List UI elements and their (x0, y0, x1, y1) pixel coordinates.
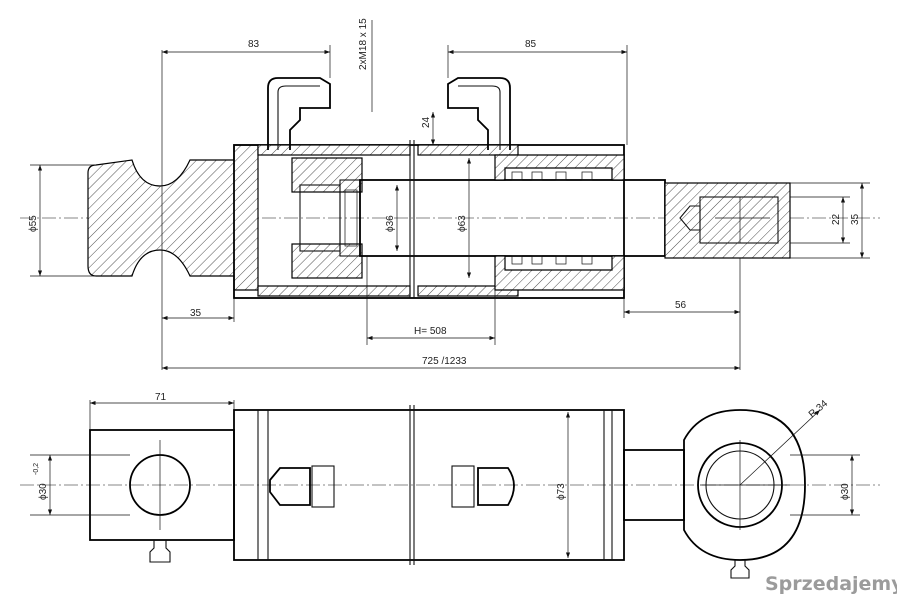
dim-port-thread: 2xM18 x 15 (358, 18, 369, 70)
dim-83: 83 (248, 39, 260, 50)
dim-22: 22 (831, 213, 842, 225)
rod-eye-outside (683, 409, 806, 561)
section-view (20, 20, 880, 371)
port-left-outside (269, 467, 311, 506)
dim-tolerance: -0,2 (33, 463, 40, 475)
dim-35-clevis: 35 (190, 308, 202, 319)
dim-phi36: ϕ36 (385, 215, 396, 232)
dim-phi55: ϕ55 (28, 215, 39, 232)
dim-r34: R 34 (807, 398, 831, 420)
outside-view (20, 400, 880, 579)
dim-phi73: ϕ73 (556, 483, 567, 500)
dim-85: 85 (525, 39, 537, 50)
clevis-body (87, 144, 259, 291)
rod-eye (664, 182, 791, 259)
port-left (267, 77, 331, 150)
port-right-outside (477, 467, 515, 506)
dim-56: 56 (675, 300, 687, 311)
dim-overall-length: 725 /1233 (422, 356, 467, 367)
dim-phi30-left: ϕ30 (38, 483, 49, 500)
dim-35-eye: 35 (850, 213, 861, 225)
dim-phi63: ϕ63 (457, 215, 468, 232)
dim-stroke: H= 508 (414, 326, 447, 337)
watermark-logo: Sprzedajemy.pl (765, 573, 897, 595)
dim-71: 71 (155, 392, 167, 403)
dim-phi30-right: ϕ30 (840, 483, 851, 500)
dim-24: 24 (421, 116, 432, 128)
port-right (447, 77, 511, 150)
